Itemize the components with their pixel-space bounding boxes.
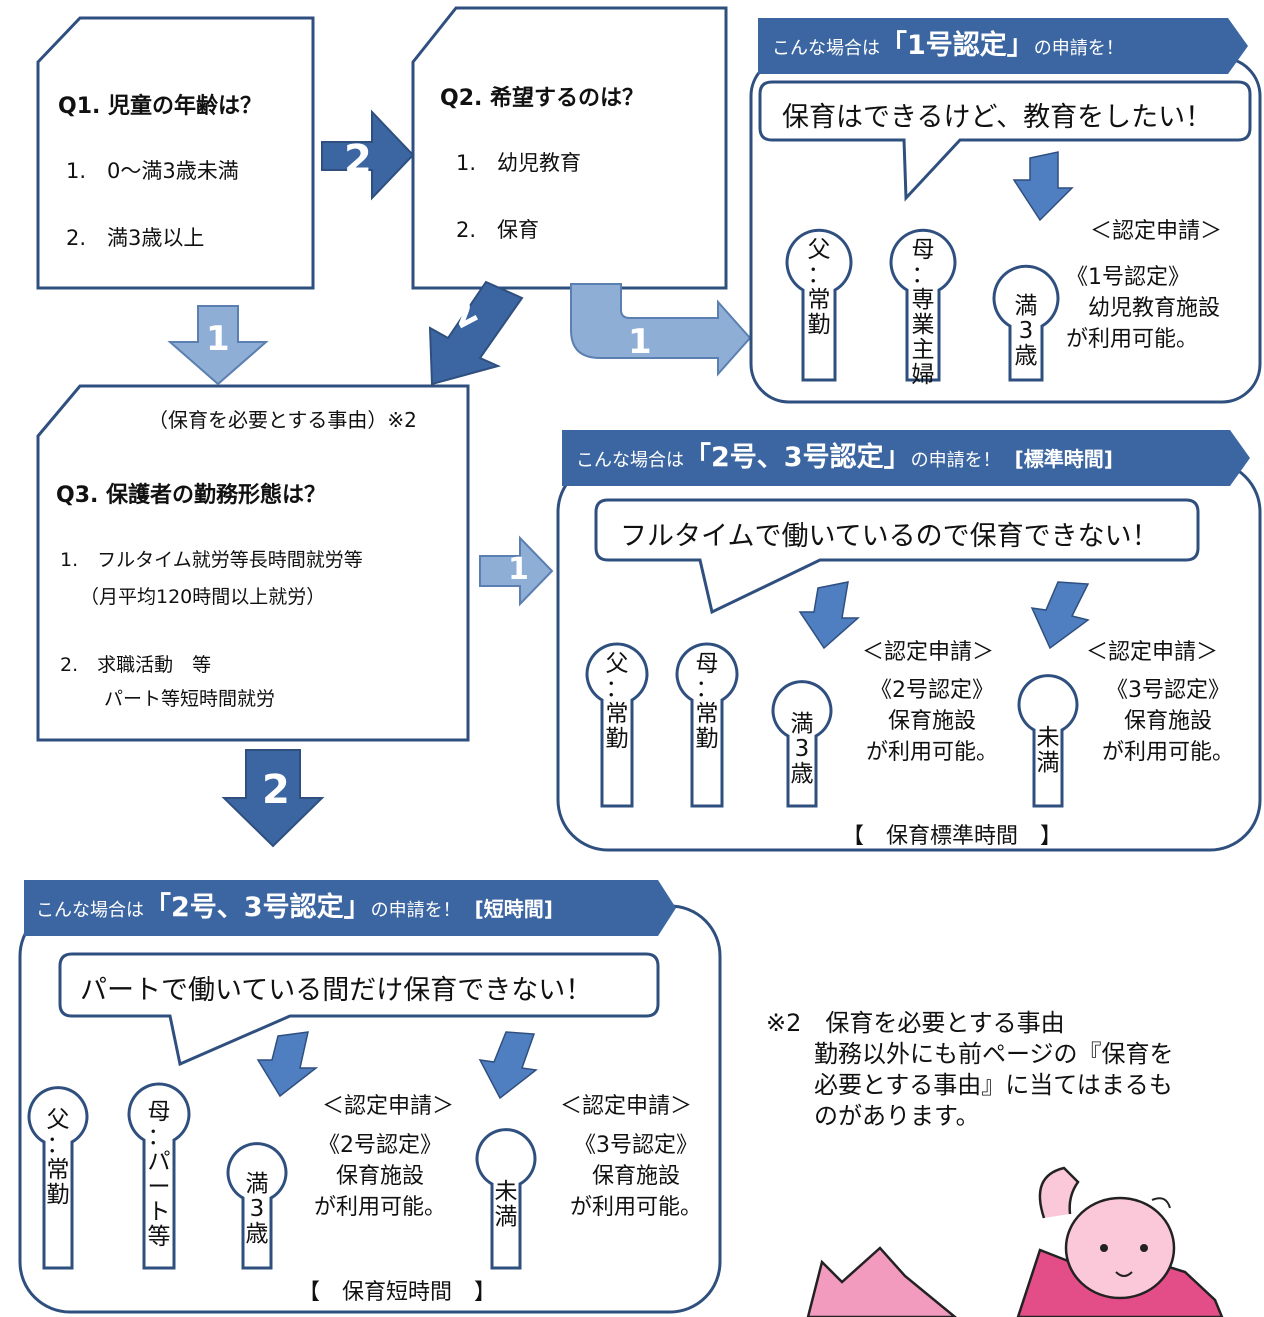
box2-banner-highlight: 「2号、3号認定」 [684, 442, 911, 473]
box3-child2-figure [475, 1128, 537, 1270]
q1-option-2: 2. 満3歳以上 [66, 226, 205, 250]
q1-option-1: 1. 0～満3歳未満 [66, 159, 239, 183]
box2-banner-tag: [標準時間] [1014, 447, 1113, 471]
q1-title: Q1. 児童の年齢は？ [58, 94, 263, 119]
q2-option-2: 2. 保育 [456, 218, 540, 242]
box3-footer: 【 保育短時間 】 [298, 1280, 497, 1305]
arrow-q1-q3 [167, 305, 269, 386]
box3-child1-figure [226, 1142, 288, 1270]
box2-result-2: 《3号認定》 保育施設 が利用可能。 [1101, 678, 1234, 765]
q3-box [36, 384, 470, 742]
box1-father-label: 父 ： 常 勤 [807, 237, 831, 338]
arrow-q1-q3-label: 1 [206, 319, 230, 359]
arrow-q2-q3 [428, 280, 524, 386]
arrow-q3-box3-label: 2 [262, 767, 290, 813]
mascot-illustration [806, 1166, 1224, 1317]
q1-box [36, 16, 315, 290]
arrow-q2-box1 [570, 283, 752, 377]
box1-banner [758, 18, 1248, 74]
box1-banner-text: こんな場合は「1号認定」の申請を！ [772, 32, 1124, 59]
q3-title: Q3. 保護者の勤務形態は？ [56, 483, 327, 508]
box2-request-label-1: ＜認定申請＞ [862, 640, 995, 665]
box2-banner [562, 430, 1250, 486]
box2-down-arrow-1 [798, 581, 860, 650]
box1-father-figure [785, 228, 853, 382]
box3-speech-text: パートで働いている間だけ保育できない！ [80, 975, 593, 1006]
footnote-reasons: ※2 保育を必要とする事由 勤務以外にも前ページの『保育を 必要とする事由』に当… [766, 1009, 1174, 1130]
box2-child1-figure [771, 680, 833, 808]
box3-request-label-2: ＜認定申請＞ [560, 1094, 693, 1119]
box2-speech-bubble [594, 498, 1200, 615]
box3-down-arrow-1 [256, 1031, 319, 1098]
box2-father-label: 父 ： 常 勤 [605, 651, 629, 752]
q2-box [411, 6, 728, 290]
box3-banner-prefix: こんな場合は [36, 900, 144, 921]
q3-option-2: 2. 求職活動 等 [60, 654, 212, 676]
box2-speech-text: フルタイムで働いているので保育できない！ [620, 521, 1159, 552]
box2-footer: 【 保育標準時間 】 [842, 824, 1063, 849]
box3-down-arrow-2 [478, 1031, 538, 1100]
box1-down-arrow [1012, 151, 1074, 222]
arrow-q3-box2-label: 1 [508, 552, 529, 587]
box2-banner-text: こんな場合は「2号、3号認定」の申請を！ [標準時間] [576, 444, 1113, 471]
box1-request-label: ＜認定申請＞ [1090, 219, 1223, 244]
box1-child-figure [992, 264, 1060, 382]
arrow-q2-box1-label: 1 [628, 322, 652, 362]
box1-speech-bubble [758, 80, 1252, 202]
arrow-q3-box3 [221, 749, 325, 848]
box3-child1-label: 満 3 歳 [245, 1171, 269, 1247]
box1-banner-suffix: の申請を！ [1033, 38, 1124, 59]
box1-mother-figure [889, 228, 957, 382]
box2-mother-label: 母 ： 常 勤 [695, 651, 719, 752]
box2-child1-label: 満 3 歳 [790, 711, 814, 787]
box2-banner-suffix: の申請を！ [910, 450, 1001, 471]
box3-banner-highlight: 「2号、3号認定」 [144, 892, 371, 923]
box3-father-label: 父 ： 常 勤 [46, 1107, 70, 1208]
box2-down-arrow-2 [1030, 581, 1090, 650]
box2-father-figure [585, 642, 649, 808]
box3-banner-text: こんな場合は「2号、3号認定」の申請を！ [短時間] [36, 894, 553, 921]
q3-option-1-sub: （月平均120時間以上就労） [80, 586, 326, 608]
box3-banner-tag: [短時間] [474, 897, 553, 921]
box3-result-2: 《3号認定》 保育施設 が利用可能。 [569, 1133, 702, 1220]
box2-banner-prefix: こんな場合は [576, 450, 684, 471]
box1-child-label: 満 3 歳 [1014, 293, 1038, 369]
box3-banner-suffix: の申請を！ [370, 900, 461, 921]
box3-result-1: 《2号認定》 保育施設 が利用可能。 [313, 1133, 446, 1220]
box2-request-label-2: ＜認定申請＞ [1086, 640, 1219, 665]
box3-mother-label: 母 ： パ ー ト 等 [147, 1099, 171, 1250]
box1-mother-label: 母 ： 専 業 主 婦 [911, 237, 935, 388]
box1-banner-prefix: こんな場合は [772, 38, 880, 59]
box3-speech-bubble [58, 952, 660, 1067]
box1-banner-highlight: 「1号認定」 [880, 30, 1034, 61]
box3-father-figure [27, 1086, 89, 1270]
box3-child2-label: 未 満 [494, 1179, 518, 1230]
arrow-q1-q2-label: 2 [344, 137, 372, 183]
box2-child2-label: 未 満 [1036, 725, 1060, 776]
arrow-q1-q2 [321, 109, 415, 201]
q3-option-1: 1. フルタイム就労等長時間就労等 [60, 549, 363, 571]
arrow-q3-box2 [479, 535, 554, 607]
q2-title: Q2. 希望するのは？ [440, 86, 645, 111]
box1-speech-text: 保育はできるけど、教育をしたい！ [782, 102, 1213, 133]
box3-request-label-1: ＜認定申請＞ [322, 1094, 455, 1119]
q2-option-1: 1. 幼児教育 [456, 151, 582, 175]
box2-result-1: 《2号認定》 保育施設 が利用可能。 [865, 678, 998, 765]
q3-reason-note: （保育を必要とする事由）※2 [148, 408, 417, 432]
box1-result-text: 《1号認定》 幼児教育施設 が利用可能。 [1066, 265, 1221, 352]
box2-child2-figure [1017, 674, 1079, 808]
box2-mother-figure [675, 642, 739, 808]
q3-option-2-sub: パート等短時間就労 [104, 688, 276, 710]
box3-banner [24, 880, 676, 936]
box3-mother-figure [127, 1082, 191, 1270]
